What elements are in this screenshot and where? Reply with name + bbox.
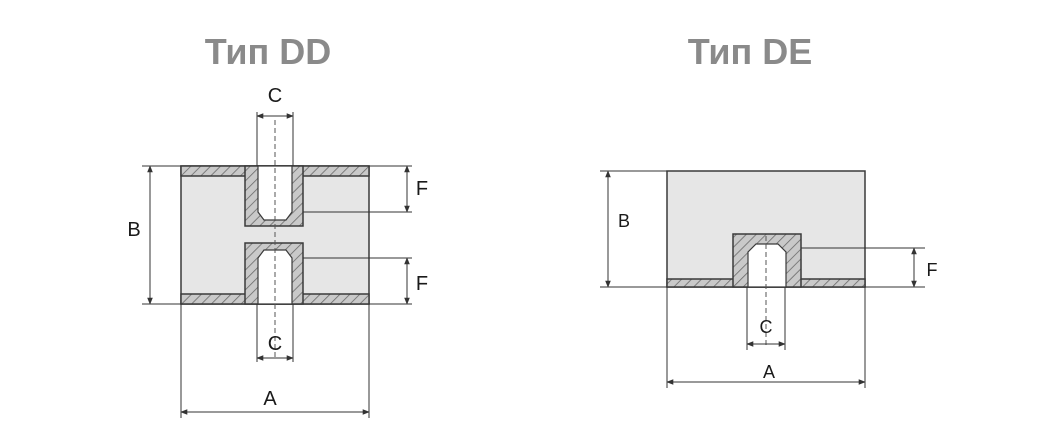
type-de-title: Тип DE (688, 31, 813, 72)
type-de-diagram: Тип DE B F C A (600, 31, 938, 388)
de-f-label: F (927, 260, 938, 280)
de-c-label: C (760, 317, 773, 337)
de-a-label: A (763, 362, 775, 382)
dd-b-label: B (127, 219, 140, 241)
dd-c-bottom-label: C (268, 333, 282, 355)
dd-f-bottom-label: F (416, 273, 428, 295)
dd-c-top-label: C (268, 85, 282, 107)
dd-a-label: A (263, 388, 277, 410)
de-b-label: B (618, 211, 630, 231)
de-thread-hole (747, 243, 787, 288)
type-dd-title: Тип DD (205, 31, 332, 72)
type-dd-diagram: Тип DD C C B A (127, 31, 428, 418)
dd-f-top-label: F (416, 178, 428, 200)
